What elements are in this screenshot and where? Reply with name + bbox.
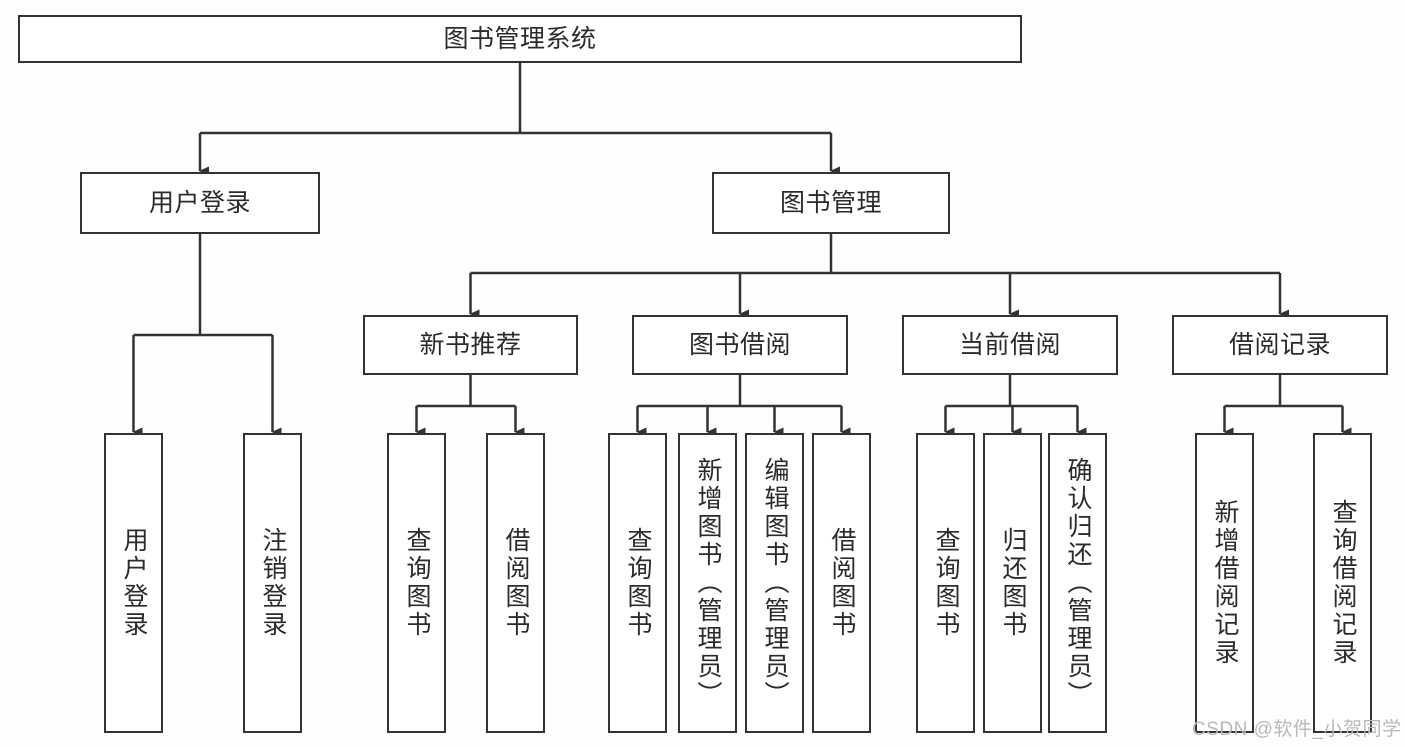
node-l6[interactable]: 新增图书（管理员） xyxy=(678,433,737,733)
node-l12[interactable]: 新增借阅记录 xyxy=(1195,433,1254,733)
node-l8[interactable]: 借阅图书 xyxy=(812,433,871,733)
node-label: 图书管理 xyxy=(779,188,882,217)
edge-group xyxy=(132,63,1352,437)
node-label: 查询图书 xyxy=(403,527,431,639)
node-l13[interactable]: 查询借阅记录 xyxy=(1313,433,1372,733)
node-l11[interactable]: 确认归还（管理员） xyxy=(1048,433,1107,733)
node-label: 借阅记录 xyxy=(1228,330,1331,359)
node-l3[interactable]: 查询图书 xyxy=(387,433,446,733)
node-l7[interactable]: 编辑图书（管理员） xyxy=(745,433,804,733)
node-l2[interactable]: 注销登录 xyxy=(243,433,302,733)
node-l9[interactable]: 查询图书 xyxy=(916,433,975,733)
node-new-book[interactable]: 新书推荐 xyxy=(363,315,578,375)
node-l5[interactable]: 查询图书 xyxy=(608,433,667,733)
node-label: 新书推荐 xyxy=(419,330,522,359)
node-label: 归还图书 xyxy=(999,527,1027,639)
node-book-manage[interactable]: 图书管理 xyxy=(712,172,950,234)
node-records[interactable]: 借阅记录 xyxy=(1172,315,1388,375)
node-current[interactable]: 当前借阅 xyxy=(902,315,1118,375)
node-label: 借阅图书 xyxy=(502,527,530,639)
node-label: 查询图书 xyxy=(624,527,652,639)
node-l4[interactable]: 借阅图书 xyxy=(486,433,545,733)
node-root[interactable]: 图书管理系统 xyxy=(18,15,1022,63)
node-label: 当前借阅 xyxy=(958,330,1061,359)
node-label: 查询借阅记录 xyxy=(1329,499,1357,667)
node-user-login[interactable]: 用户登录 xyxy=(80,172,320,234)
node-label: 图书借阅 xyxy=(688,330,791,359)
node-label: 用户登录 xyxy=(120,527,148,639)
node-label: 借阅图书 xyxy=(828,527,856,639)
node-label: 新增图书（管理员） xyxy=(694,457,722,709)
node-label: 确认归还（管理员） xyxy=(1064,457,1092,709)
node-label: 用户登录 xyxy=(148,188,251,217)
node-label: 注销登录 xyxy=(259,527,287,639)
node-label: 查询图书 xyxy=(932,527,960,639)
node-borrow[interactable]: 图书借阅 xyxy=(632,315,848,375)
node-l1[interactable]: 用户登录 xyxy=(104,433,163,733)
node-label: 新增借阅记录 xyxy=(1211,499,1239,667)
node-l10[interactable]: 归还图书 xyxy=(983,433,1042,733)
node-label: 图书管理系统 xyxy=(443,24,597,53)
node-label: 编辑图书（管理员） xyxy=(761,457,789,709)
csdn-watermark: CSDN @软件_小贺同学 xyxy=(1192,719,1402,740)
